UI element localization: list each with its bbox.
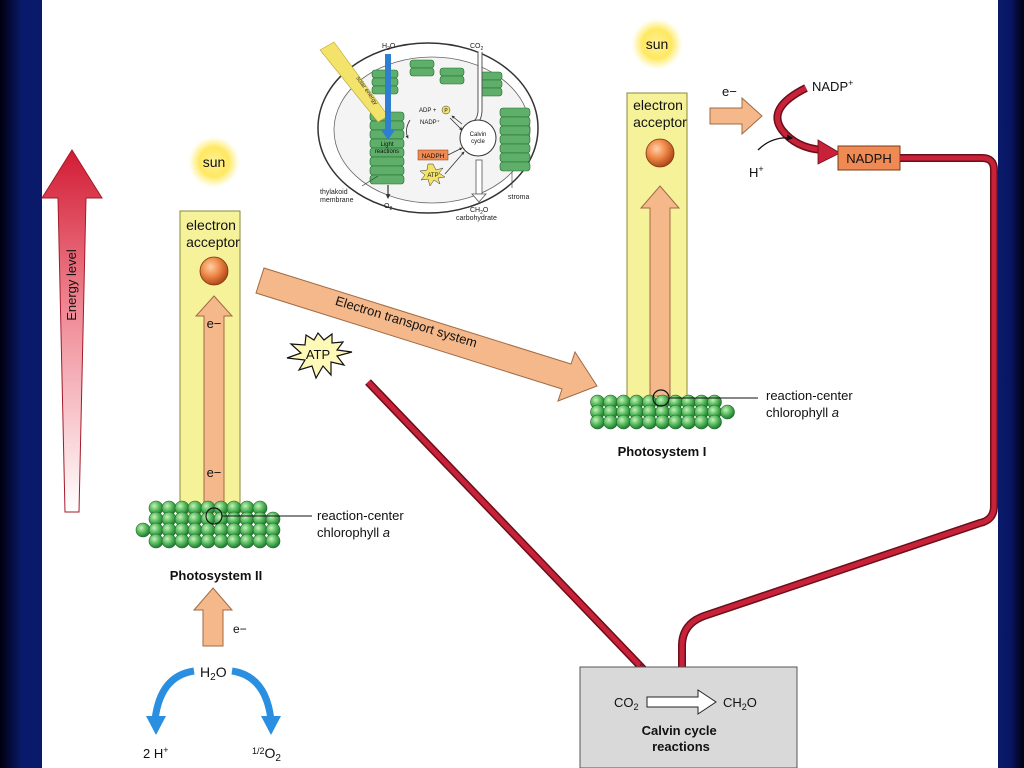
water-label: H2O xyxy=(200,664,227,683)
energy-level-arrow: Energy level xyxy=(41,149,103,513)
inset-ch2o: CH2O xyxy=(470,207,489,216)
chlorophyll-molecule xyxy=(681,414,696,430)
chlorophyll-molecule xyxy=(603,414,618,430)
inset-atp-burst xyxy=(419,163,446,187)
chlorophyll-molecule xyxy=(148,533,164,549)
nadph-label: NADPH xyxy=(846,151,892,166)
sun-icon xyxy=(187,135,241,189)
water-electron-arrow xyxy=(192,587,234,647)
chlorophyll-molecule xyxy=(174,533,190,549)
inset-nadph: NADPH xyxy=(422,153,445,160)
chlorophyll-molecule xyxy=(135,522,151,538)
atp-label: ATP xyxy=(306,347,330,362)
calvin-conversion-arrow xyxy=(646,689,717,715)
nadph-region: e− NADP+ H+ NADPH xyxy=(709,78,901,180)
nadp-reduction-curve xyxy=(773,84,823,154)
inset-nadp: NADP⁺ xyxy=(420,119,440,126)
calvin-ch2o-label: CH2O xyxy=(723,695,757,712)
inset-oxygen-arrow: O2 xyxy=(384,185,392,212)
calvin-co2-label: CO2 xyxy=(614,695,639,712)
inset-o2: O2 xyxy=(384,203,392,212)
inset-h2o: H2O xyxy=(382,43,396,52)
chlorophyll-molecule xyxy=(239,533,255,549)
ps2-electron-acceptor: electron acceptor xyxy=(186,217,240,250)
inset-flow-arrows xyxy=(405,115,465,175)
ps1-chlorophyll-cluster xyxy=(590,394,735,430)
chlorophyll-molecule xyxy=(265,533,281,549)
photosystem-ii-group: sun electron acceptor e− e− reaction-cen… xyxy=(135,135,407,583)
chlorophyll-molecule xyxy=(668,414,683,430)
chlorophyll-molecule xyxy=(226,533,242,549)
inset-carbohydrate-arrow: CH2O carbohydrate xyxy=(456,159,497,222)
ps2-acceptor-ball xyxy=(199,256,229,286)
chlorophyll-molecule xyxy=(720,404,735,420)
inset-adp: ADP + xyxy=(419,108,437,114)
ps1-reaction-center-label: reaction-center chlorophyll a xyxy=(766,388,856,420)
ps1-acceptor-ball xyxy=(645,138,675,168)
photosystem-ii-label: Photosystem II xyxy=(170,568,262,583)
water-right-arrow xyxy=(231,667,275,721)
chlorophyll-molecule xyxy=(590,414,605,430)
inset-carbohydrate: carbohydrate xyxy=(456,215,497,222)
chlorophyll-molecule xyxy=(616,414,631,430)
ps1-outgoing-electron-label: e− xyxy=(722,84,737,99)
chlorophyll-molecule xyxy=(642,414,657,430)
chloroplast-inset: solar energy H2O O2 CO2 CH2O carbohydrat… xyxy=(317,41,539,222)
hydrogen-products: 2 H+ xyxy=(143,745,169,761)
oxygen-products: 1/2O2 xyxy=(252,745,281,764)
chlorophyll-molecule xyxy=(187,533,203,549)
chlorophyll-molecule xyxy=(161,533,177,549)
energy-level-label: Energy level xyxy=(64,249,79,321)
chlorophyll-molecule xyxy=(707,414,722,430)
inset-water-arrow: H2O xyxy=(381,43,396,140)
h-plus-label: H+ xyxy=(749,164,764,180)
ps2-electron-label-top: e− xyxy=(207,316,222,331)
chlorophyll-molecule xyxy=(694,414,709,430)
water-splitting: e− H2O 2 H+ 1/2O2 xyxy=(143,587,281,764)
ps2-electron-label-bottom: e− xyxy=(207,465,222,480)
water-electron-label: e− xyxy=(233,622,247,636)
sun-icon-2 xyxy=(630,17,684,71)
chlorophyll-molecule xyxy=(629,414,644,430)
chlorophyll-molecule xyxy=(655,414,670,430)
inset-thylakoid-pointer xyxy=(361,175,379,187)
water-left-arrow xyxy=(151,667,195,721)
chlorophyll-molecule xyxy=(200,533,216,549)
h-plus-arrow xyxy=(757,134,794,151)
svg-text:P: P xyxy=(444,108,448,114)
inset-atp: ATP xyxy=(427,173,438,179)
inset-calvin-circle xyxy=(459,119,497,157)
electron-transport-arrow: Electron transport system xyxy=(255,267,598,402)
ps1-electron-acceptor: electron acceptor xyxy=(633,97,687,130)
inset-stroma-label: stroma xyxy=(508,194,530,201)
calvin-cycle-box: CO2 CH2O Calvin cycle reactions xyxy=(579,666,798,768)
photosystem-i-group: sun electron acceptor reaction-center ch… xyxy=(590,17,856,459)
ps1-outgoing-electron-arrow xyxy=(709,96,763,136)
inset-co2: CO2 xyxy=(470,43,484,52)
photosystem-i-label: Photosystem I xyxy=(618,444,707,459)
calvin-title: Calvin cycle reactions xyxy=(642,723,721,754)
atp-burst: ATP xyxy=(286,331,353,380)
ps2-reaction-center-label: reaction-center chlorophyll a xyxy=(317,508,407,540)
chlorophyll-molecule xyxy=(252,533,268,549)
sun-label: sun xyxy=(203,154,226,170)
ps2-chlorophyll-cluster xyxy=(135,500,281,549)
chlorophyll-molecule xyxy=(213,533,229,549)
inset-phosphate-icon: P xyxy=(441,105,451,115)
nadp-plus-label: NADP+ xyxy=(812,78,853,94)
sun-label-2: sun xyxy=(646,36,669,52)
nadph-box xyxy=(837,145,901,171)
